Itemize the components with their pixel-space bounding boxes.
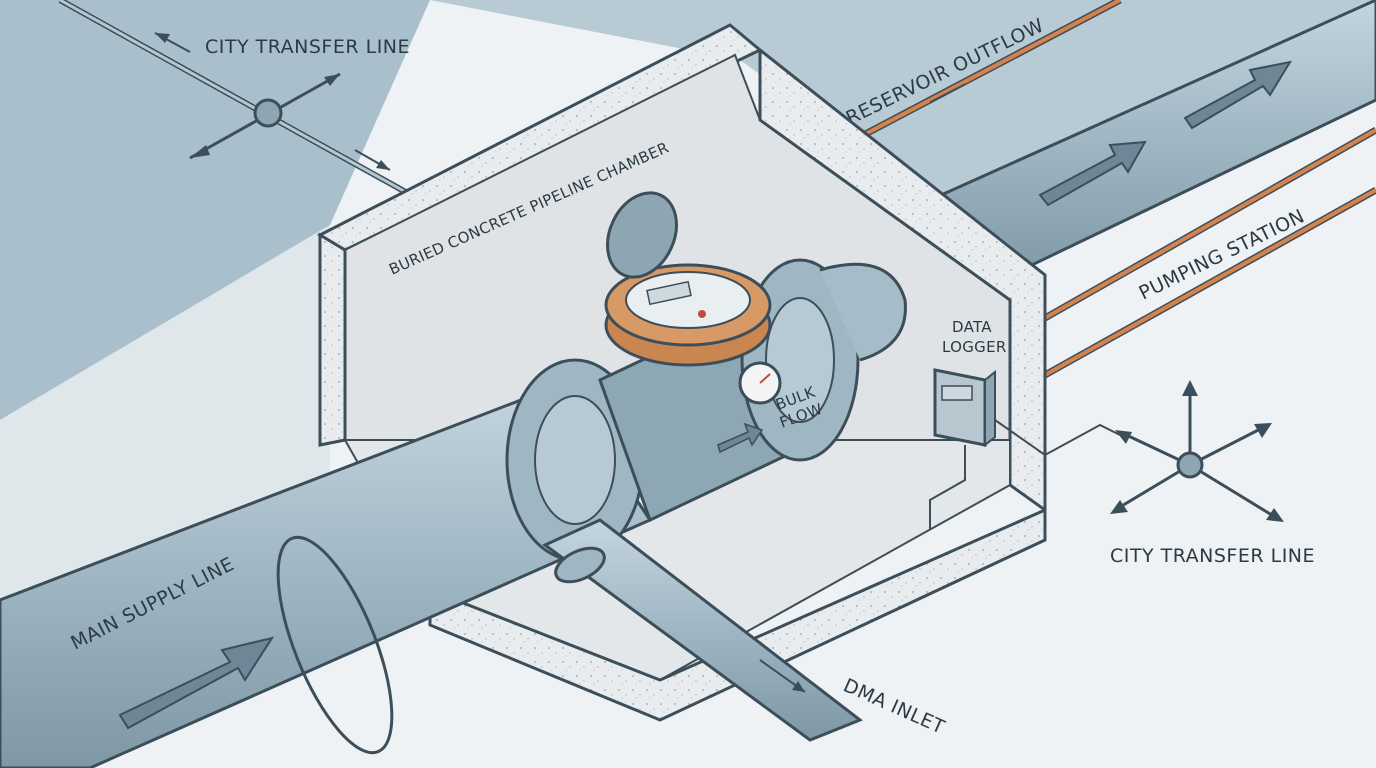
- meter-register: [604, 191, 782, 405]
- dma-inlet-pipe: [542, 518, 864, 742]
- data-logger-label-2: LOGGER: [942, 338, 1007, 356]
- reservoir-outflow-line: [833, 0, 1122, 154]
- main-supply-pipe: [0, 383, 653, 768]
- city-transfer-line-top: [58, 0, 422, 203]
- city-transfer-junction-right: [1110, 380, 1284, 522]
- data-logger-label-1: DATA: [952, 318, 992, 336]
- meter-assembly: [505, 258, 907, 562]
- data-logger: [929, 368, 1121, 530]
- concrete-chamber: [316, 23, 1047, 722]
- city-transfer-top-label: CITY TRANSFER LINE: [205, 36, 410, 58]
- city-transfer-right-label: CITY TRANSFER LINE: [1110, 545, 1315, 567]
- pumping-station-lines: [1043, 126, 1376, 379]
